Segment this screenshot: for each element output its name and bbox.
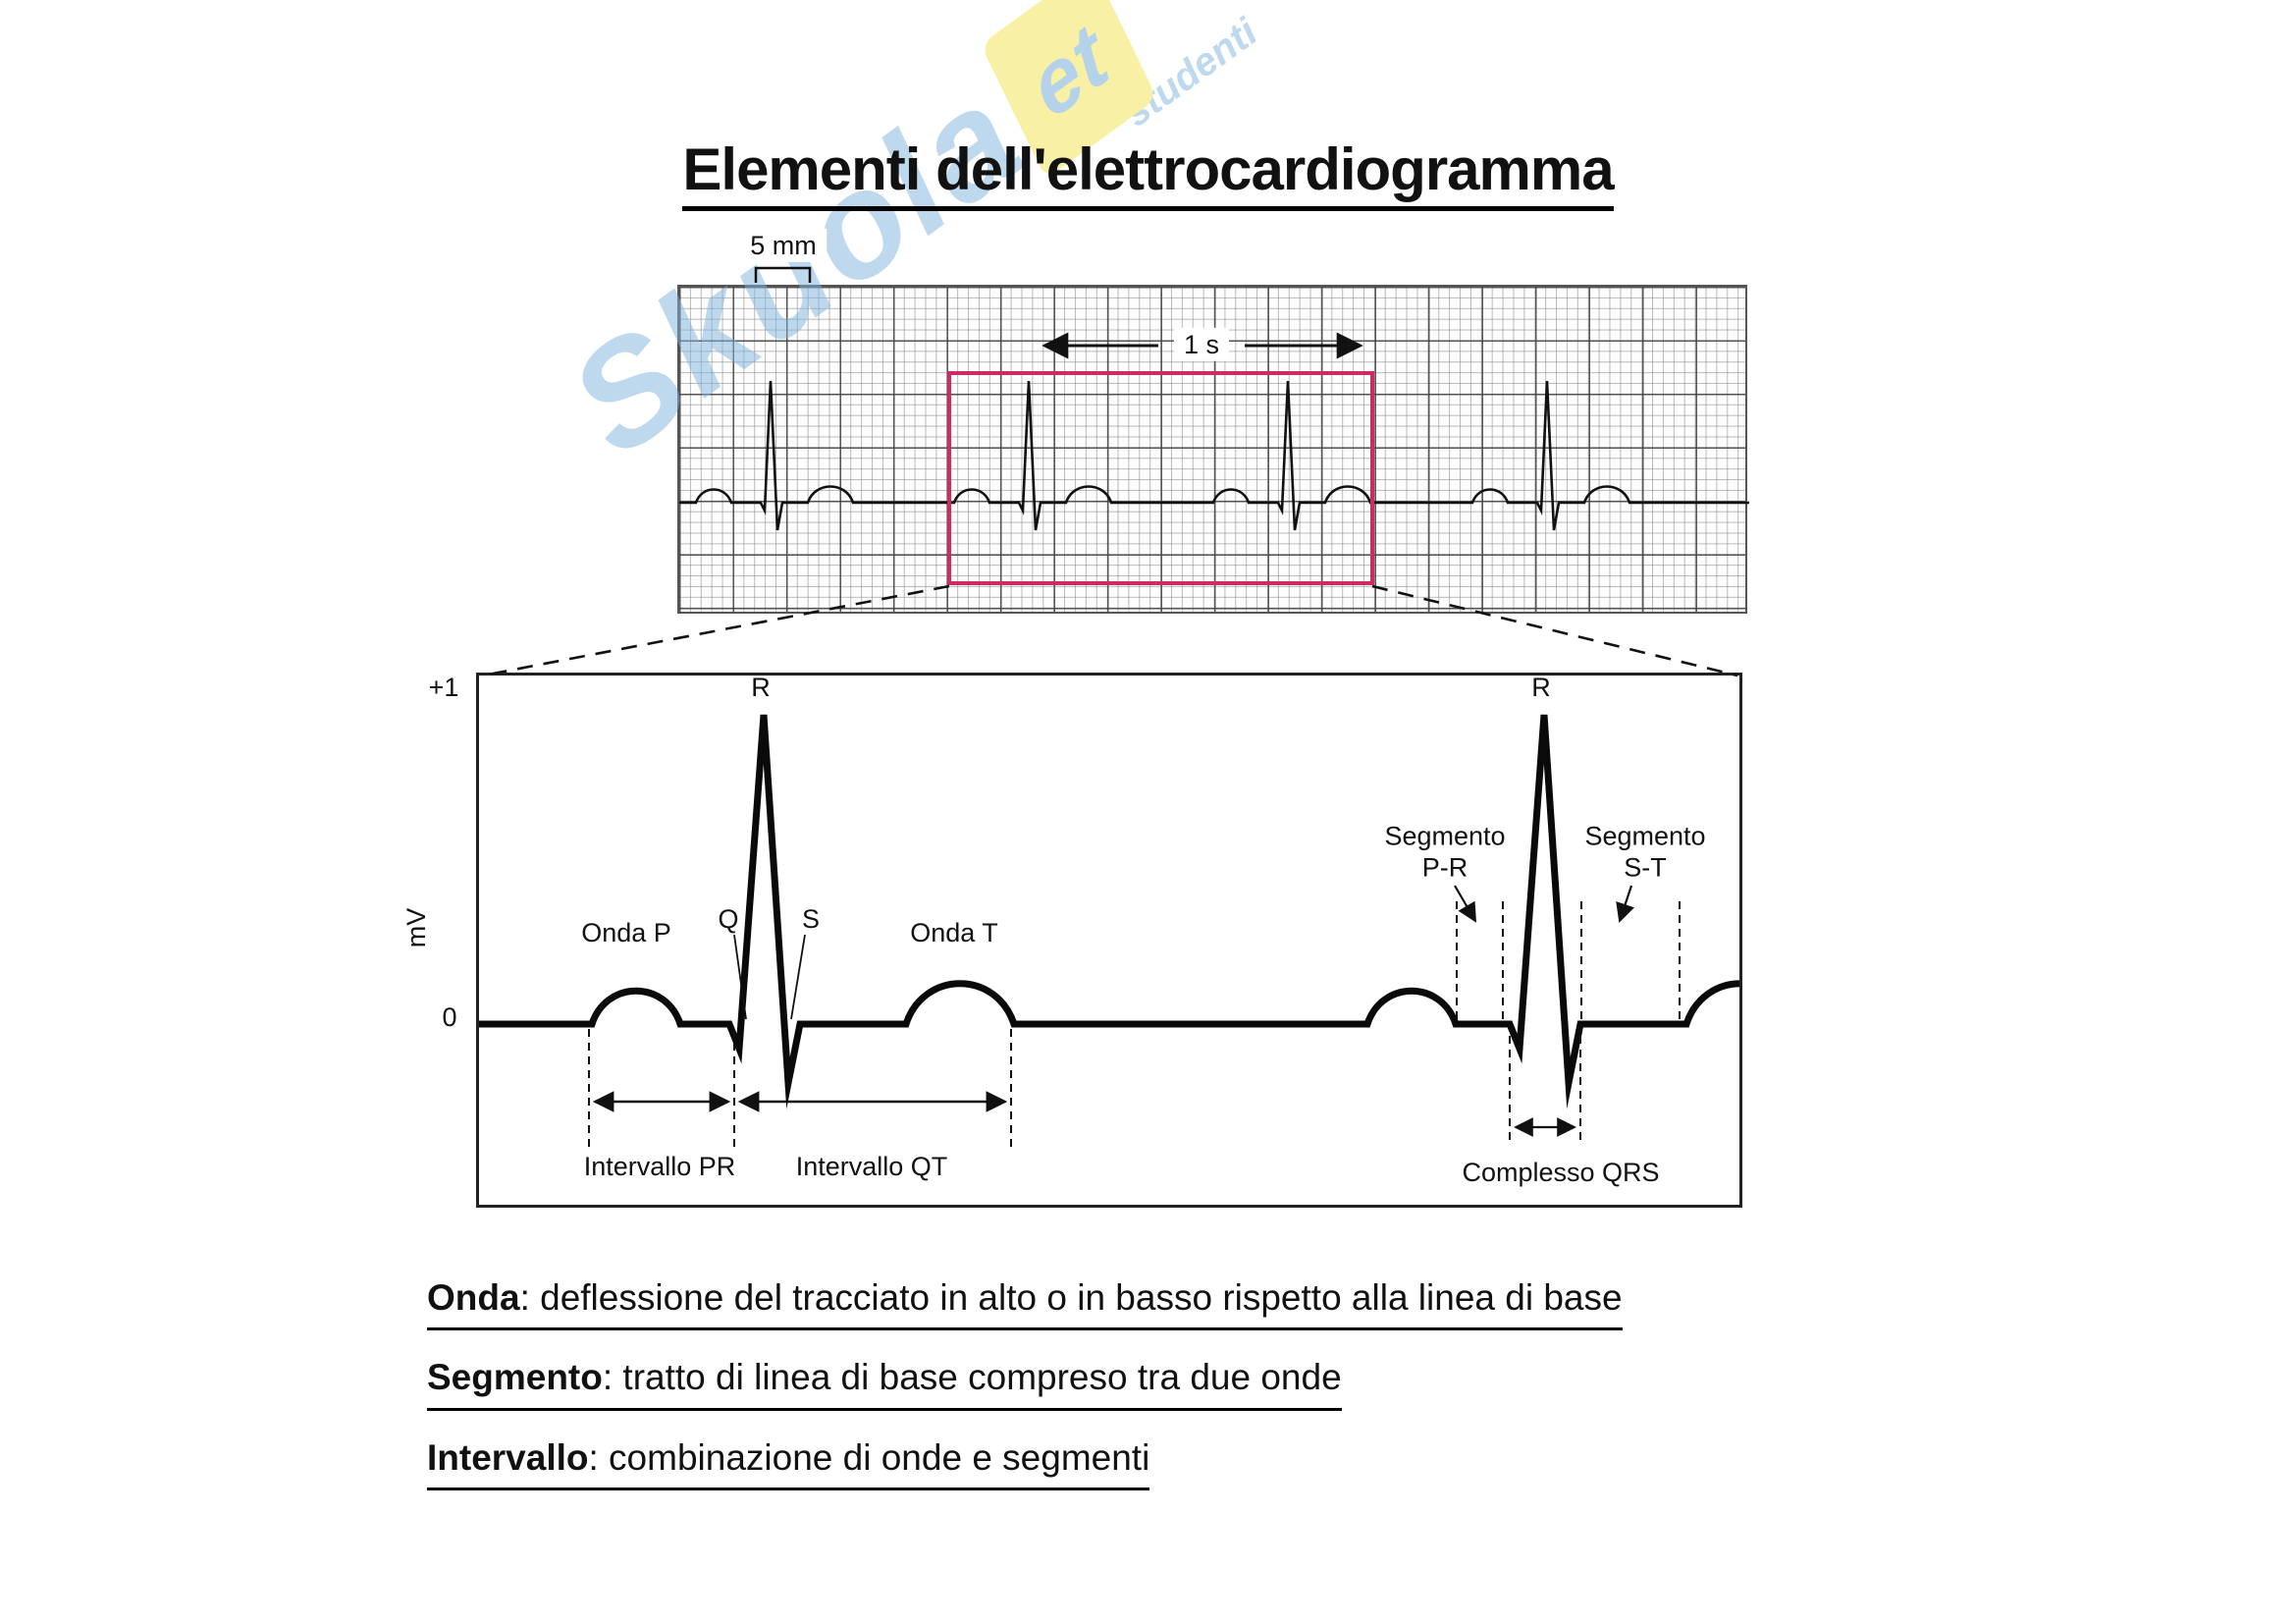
segmento-st-label-line2: S-T bbox=[1624, 853, 1667, 883]
definition-segmento: Segmento: tratto di linea di base compre… bbox=[427, 1356, 1342, 1411]
page-title: Elementi dell'elettrocardiogramma bbox=[682, 135, 1615, 211]
definition-intervallo-text: : combinazione di onde e segmenti bbox=[588, 1436, 1150, 1478]
page-title-wrap: Elementi dell'elettrocardiogramma bbox=[0, 135, 2296, 211]
segmento-st-label: Segmento S-T bbox=[1584, 821, 1705, 885]
five-mm-bracket bbox=[754, 266, 812, 283]
intervallo-pr-label: Intervallo PR bbox=[583, 1151, 736, 1181]
s-wave-label: S bbox=[801, 903, 821, 934]
time-label: 1 s bbox=[1173, 327, 1230, 362]
definition-intervallo: Intervallo: combinazione di onde e segme… bbox=[427, 1436, 1150, 1491]
watermark-accent-text: et bbox=[1015, 3, 1121, 138]
definition-intervallo-term: Intervallo bbox=[427, 1436, 589, 1478]
r-wave-label-2: R bbox=[1531, 672, 1551, 702]
complesso-qrs-label: Complesso QRS bbox=[1462, 1157, 1660, 1187]
q-wave-label: Q bbox=[718, 903, 739, 934]
watermark-sub-text: studenti bbox=[1116, 10, 1265, 135]
definitions-block: Onda: deflessione del tracciato in alto … bbox=[427, 1276, 1623, 1516]
segmento-pr-label-line1: Segmento bbox=[1384, 821, 1506, 851]
definition-onda-text: : deflessione del tracciato in alto o in… bbox=[519, 1277, 1623, 1318]
onda-t-label: Onda T bbox=[910, 917, 998, 947]
segmento-pr-label-line2: P-R bbox=[1421, 853, 1468, 883]
definition-segmento-term: Segmento bbox=[427, 1357, 603, 1398]
onda-p-label: Onda P bbox=[581, 917, 671, 947]
definition-onda: Onda: deflessione del tracciato in alto … bbox=[427, 1276, 1623, 1331]
definition-onda-term: Onda bbox=[427, 1277, 520, 1318]
axis-zero-label: 0 bbox=[442, 1001, 457, 1032]
ecg-strip-svg bbox=[679, 380, 1749, 531]
ecg-zoom-trace bbox=[479, 714, 1739, 1109]
axis-plus-one-label: +1 bbox=[428, 672, 459, 702]
scale-label: 5 mm bbox=[740, 228, 827, 263]
intervallo-qt-label: Intervallo QT bbox=[795, 1151, 948, 1181]
highlight-rectangle bbox=[947, 371, 1374, 585]
r-wave-label-1: R bbox=[751, 672, 771, 702]
definition-segmento-text: : tratto di linea di base compreso tra d… bbox=[602, 1357, 1342, 1398]
axis-unit-label: mV bbox=[400, 907, 431, 948]
segmento-pr-label: Segmento P-R bbox=[1384, 821, 1505, 885]
segmento-st-label-line1: Segmento bbox=[1584, 821, 1706, 851]
ecg-zoom-svg bbox=[479, 714, 1739, 1109]
ecg-strip-trace bbox=[679, 380, 1749, 531]
